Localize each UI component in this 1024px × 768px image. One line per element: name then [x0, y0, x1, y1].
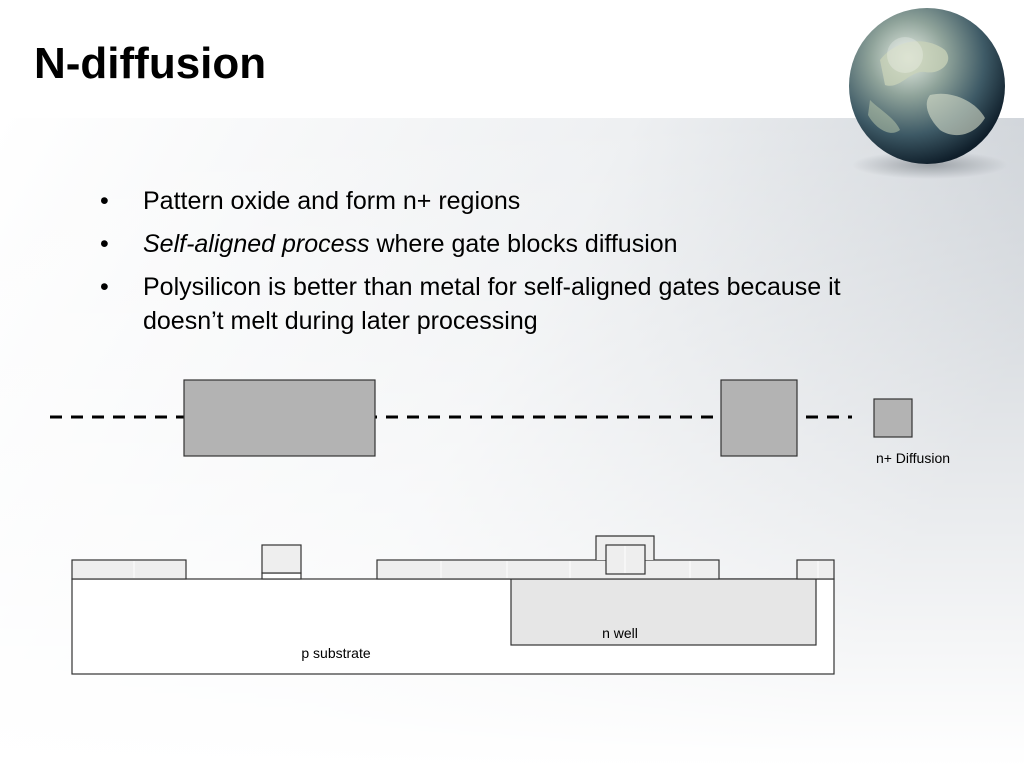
n-diffusion-region-left — [183, 379, 376, 457]
bullet-item: • Pattern oxide and form n+ regions — [100, 184, 860, 218]
bullet-text: Pattern oxide and form n+ regions — [143, 187, 521, 215]
bullet-list: • Pattern oxide and form n+ regions • Self… — [100, 184, 860, 347]
oxide-dividers — [133, 561, 819, 578]
n-diffusion-region-right — [720, 379, 798, 457]
legend-label: n+ Diffusion — [876, 450, 950, 466]
n-well-label: n well — [602, 625, 638, 641]
slide-title: N-diffusion — [34, 39, 267, 88]
polysilicon-gate-left — [261, 544, 302, 574]
bullet-emphasis: Self-aligned process — [143, 230, 370, 258]
legend-swatch — [873, 398, 913, 438]
bullet-text: where gate blocks diffusion — [369, 230, 678, 258]
gate-oxide-left — [261, 572, 302, 580]
bullet-dot: • — [100, 273, 109, 301]
n-well — [510, 578, 817, 646]
bullet-item: • Polysilicon is better than metal for se… — [100, 270, 860, 338]
bullet-item: • Self-aligned process where gate blocks … — [100, 227, 860, 261]
bullet-dot: • — [100, 187, 109, 215]
globe-icon — [849, 8, 1005, 164]
bullet-text: Polysilicon is better than metal for sel… — [143, 273, 841, 335]
p-substrate-label: p substrate — [301, 645, 370, 661]
field-oxide — [71, 559, 835, 580]
bullet-dot: • — [100, 230, 109, 258]
